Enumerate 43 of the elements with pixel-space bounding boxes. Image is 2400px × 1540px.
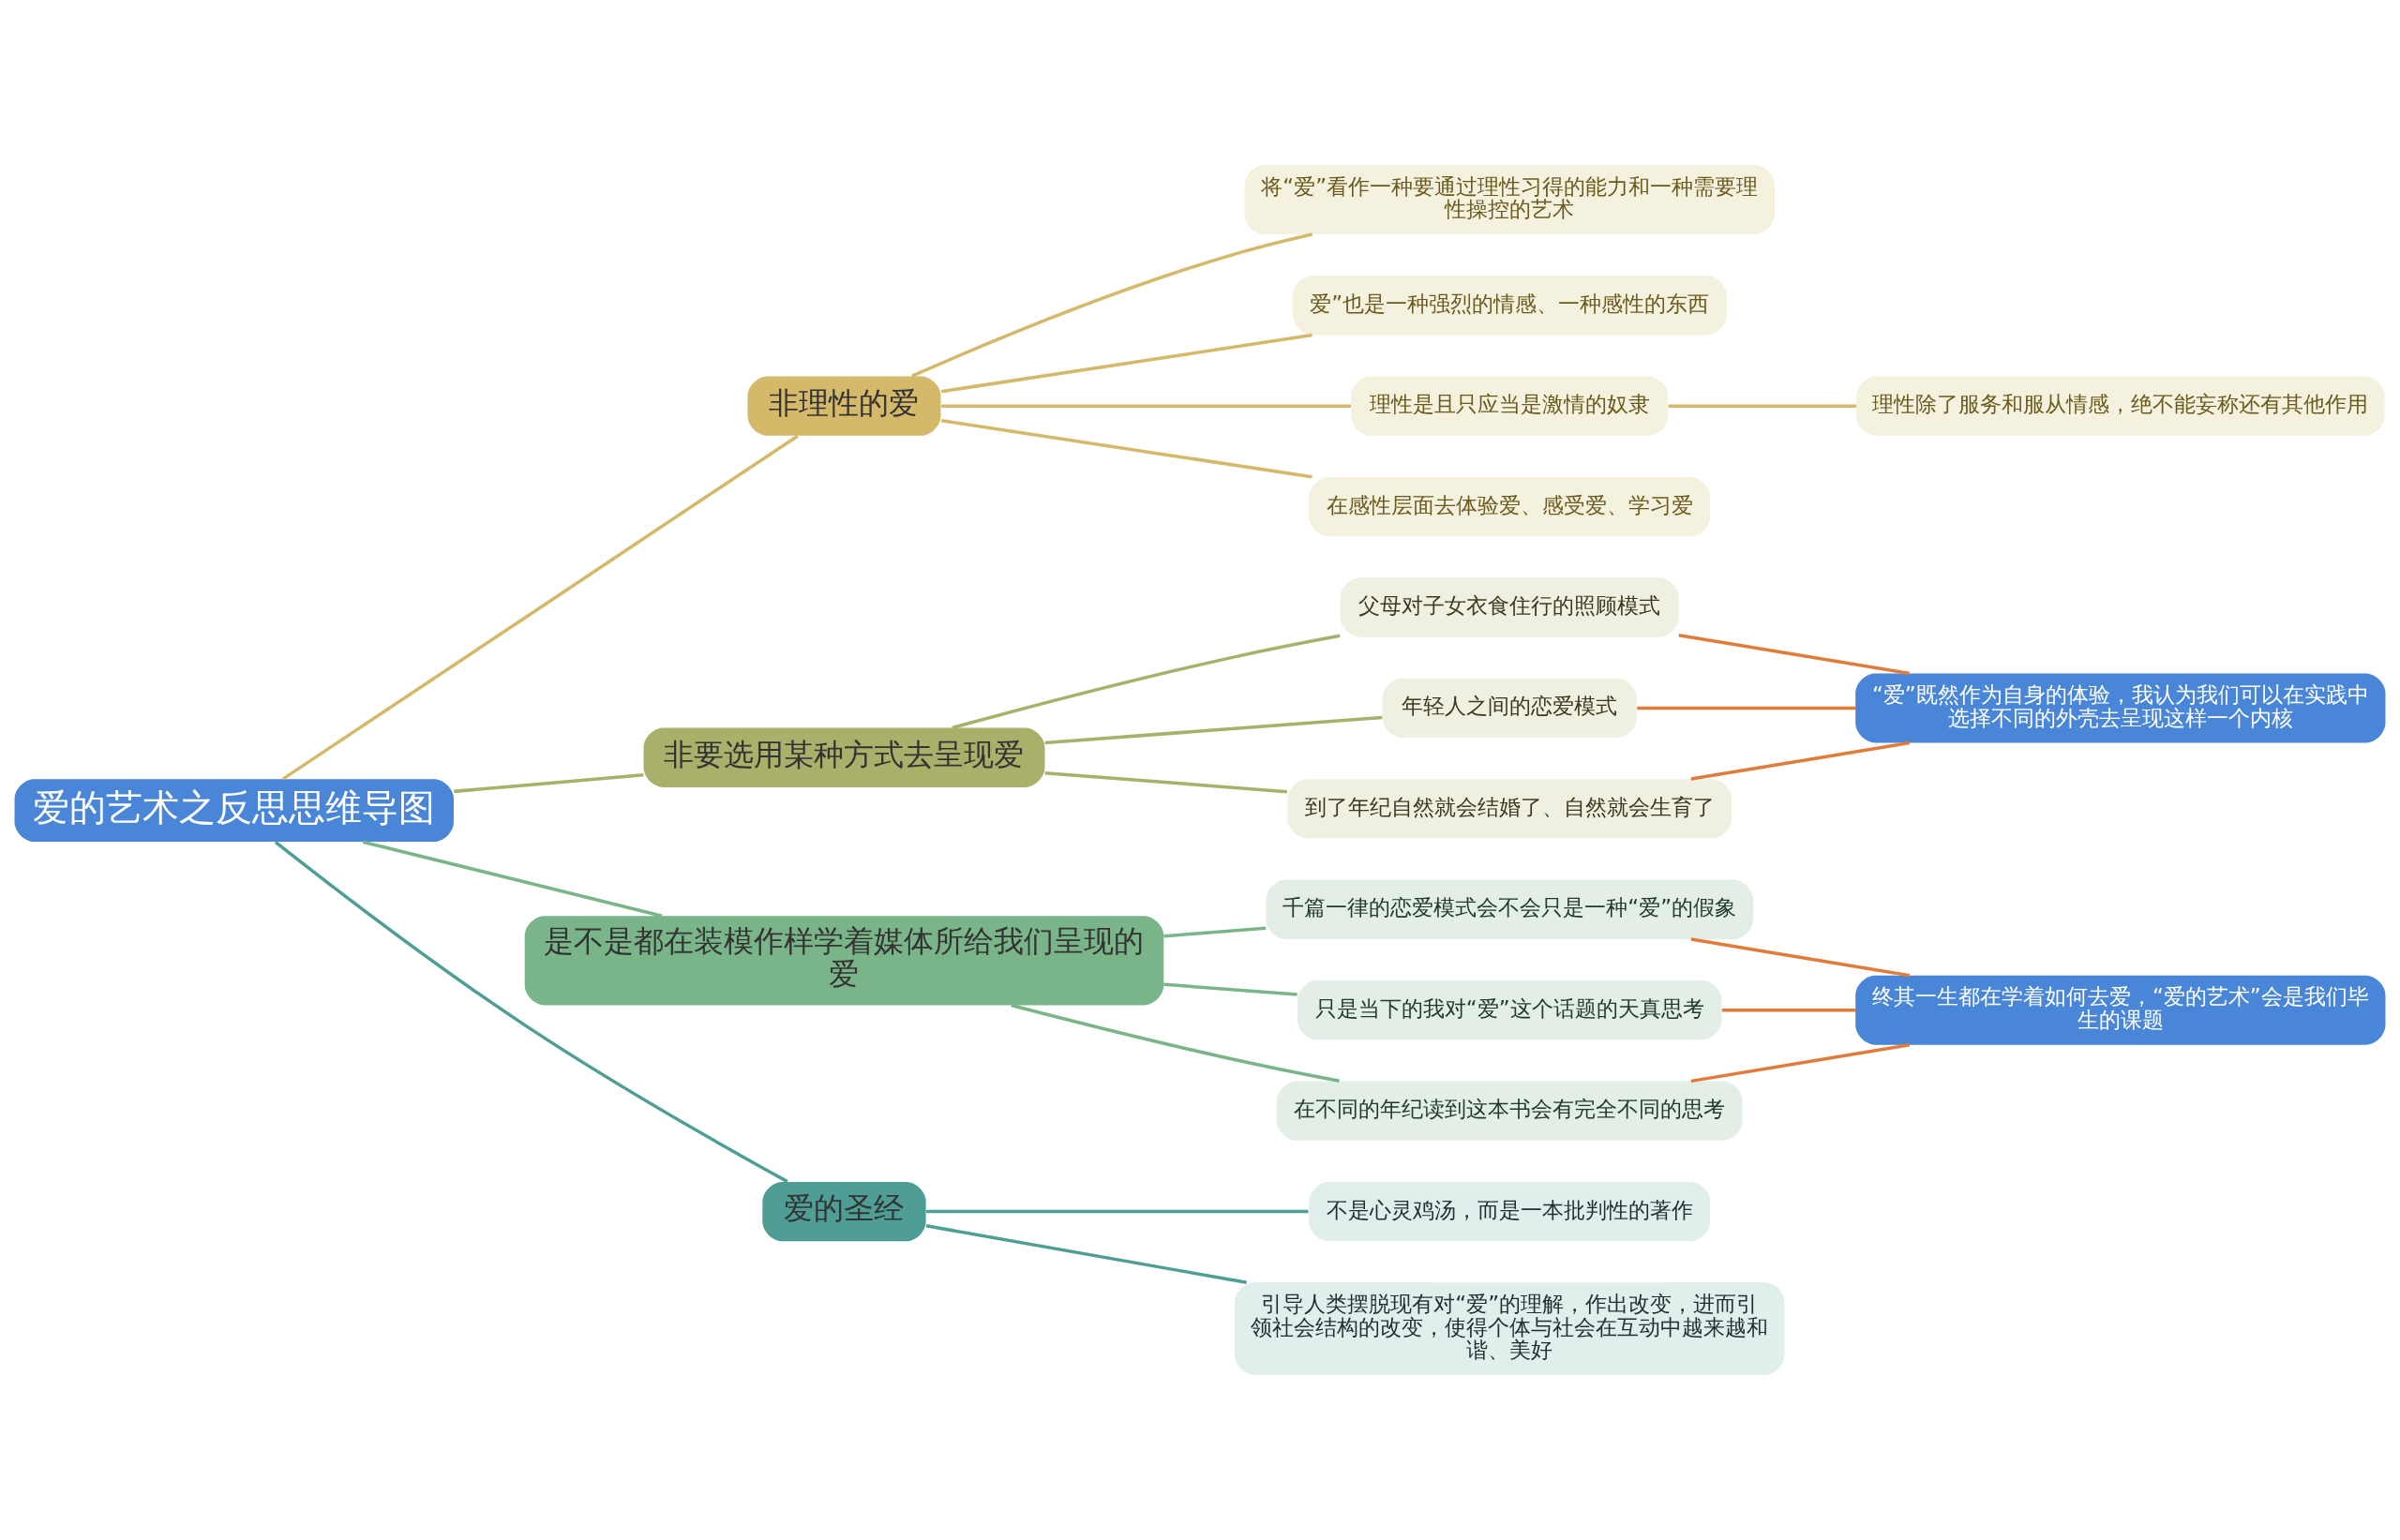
node-box: 非理性的爱 (747, 376, 941, 436)
connector (940, 418, 1312, 479)
node-box: 父母对子女衣食住行的照顾模式 (1340, 577, 1679, 637)
node-box: 不是心灵鸡汤，而是一本批判性的著作 (1309, 1181, 1711, 1242)
connector (1668, 404, 1856, 408)
node-box: 爱的艺术之反思思维导图 (14, 779, 454, 843)
node-box: 引导人类摆脱现有对“爱”的理解，作出改变，进而引领社会结构的改变，使得个体与社会在互动中越来越和谐、美好 (1235, 1282, 1785, 1375)
connector (926, 1209, 1309, 1214)
node-box: 理性是且只应当是激情的奴隶 (1351, 376, 1669, 436)
connector (1163, 926, 1267, 938)
connector (362, 840, 663, 918)
node-box: 在不同的年纪读到这本书会有完全不同的思考 (1276, 1081, 1743, 1141)
connector (952, 634, 1341, 730)
node-box: 将“爱”看作一种要通过理性习得的能力和一种需要理性操控的艺术 (1244, 165, 1775, 234)
node-box: 爱”也是一种强烈的情感、一种感性的东西 (1292, 276, 1727, 336)
connector (1044, 715, 1383, 745)
connector (941, 404, 1351, 408)
connector (274, 841, 788, 1184)
node-box: 非要选用某种方式去呈现爱 (643, 727, 1045, 787)
connector (1690, 740, 1911, 781)
node-box: 千篇一律的恋爱模式会不会只是一种“爱”的假象 (1266, 879, 1753, 939)
connector (1690, 937, 1911, 978)
connector (940, 333, 1312, 394)
connector (1721, 1009, 1856, 1012)
node-box: 终其一生都在学着如何去爱，“爱的艺术”会是我们毕生的课题 (1855, 975, 2386, 1045)
node-box: 年轻人之间的恋爱模式 (1382, 678, 1637, 739)
connector (281, 434, 799, 781)
connector (1690, 1043, 1911, 1084)
node-box: “爱”既然作为自身的体验，我认为我们可以在实践中选择不同的外壳去呈现这样一个内核 (1855, 673, 2386, 743)
node-box: 爱的圣经 (762, 1181, 926, 1242)
node-box: 只是当下的我对“爱”这个话题的天真思考 (1297, 980, 1722, 1040)
node-box: 是不是都在装模作样学着媒体所给我们呈现的爱 (524, 916, 1164, 1006)
connector (1044, 770, 1288, 794)
node-box: 到了年纪自然就会结婚了、自然就会生育了 (1287, 779, 1732, 839)
connector (1011, 1003, 1340, 1084)
connector (925, 1224, 1248, 1285)
connector (1163, 982, 1298, 996)
node-box: 理性除了服务和服从情感，绝不能妄称还有其他作用 (1856, 376, 2385, 436)
connector (454, 773, 644, 794)
node-box: 在感性层面去体验爱、感受爱、学习爱 (1309, 476, 1711, 537)
connector (1678, 633, 1910, 676)
connector (911, 232, 1312, 378)
connector (1637, 706, 1855, 710)
